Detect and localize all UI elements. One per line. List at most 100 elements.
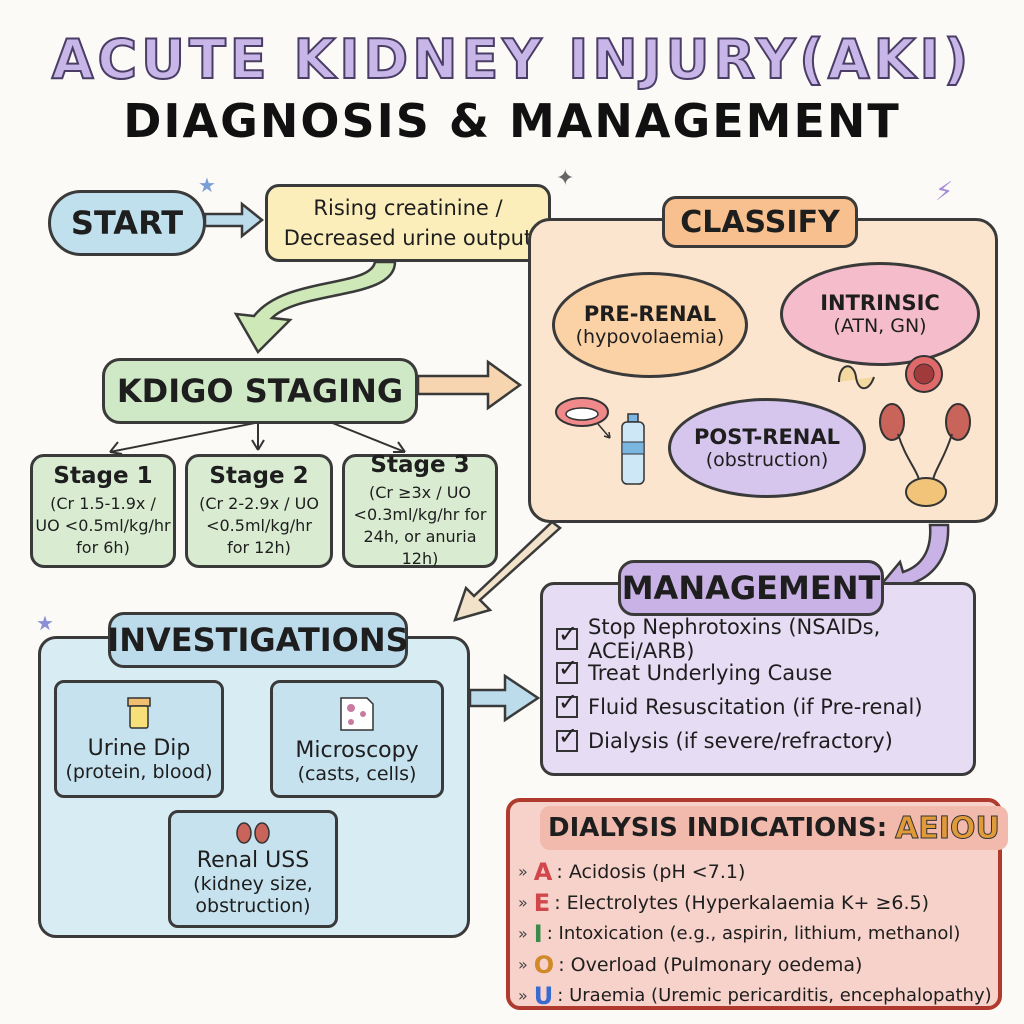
stage-1-box: Stage 1 (Cr 1.5-1.9x / UO <0.5ml/kg/hr f… bbox=[30, 454, 176, 568]
stage-3-line: (Cr ≥3x / UO bbox=[369, 483, 471, 502]
checkbox-icon bbox=[556, 620, 578, 650]
star-icon: ★ bbox=[198, 173, 216, 197]
dialysis-indications-header: DIALYSIS INDICATIONS: AEIOU bbox=[540, 806, 1008, 850]
management-item: Stop Nephrotoxins (NSAIDs, ACEi/ARB) bbox=[588, 615, 881, 663]
list-item: Stop Nephrotoxins (NSAIDs, ACEi/ARB) bbox=[556, 615, 972, 663]
classify-label: CLASSIFY bbox=[662, 196, 858, 248]
post-renal-name: POST-RENAL bbox=[693, 425, 841, 449]
indication-text: : Overload (Pulmonary oedema) bbox=[558, 953, 863, 976]
intrinsic-detail: (ATN, GN) bbox=[833, 315, 927, 337]
urinary-tract-icon bbox=[879, 403, 971, 507]
slide-icon bbox=[340, 696, 374, 731]
checkbox-icon bbox=[556, 654, 578, 684]
stage-2-line: for 12h) bbox=[227, 538, 291, 557]
chevron-right-icon: » bbox=[518, 986, 528, 1005]
urine-dip-detail: (protein, blood) bbox=[65, 760, 213, 783]
indication-text: : Uraemia (Uremic pericarditis, encephal… bbox=[557, 985, 992, 1006]
pre-renal-detail: (hypovolaemia) bbox=[575, 326, 725, 348]
mouth-icon bbox=[555, 397, 611, 439]
trigger-box: Rising creatinine / Decreased urine outp… bbox=[265, 184, 551, 262]
mnemonic-letter: O bbox=[533, 950, 555, 979]
start-node: START bbox=[48, 190, 206, 256]
management-item: Fluid Resuscitation (if Pre-renal) bbox=[588, 695, 923, 719]
list-item: » A: Acidosis (pH <7.1) bbox=[518, 856, 998, 887]
arrow-trigger-kdigo bbox=[233, 260, 397, 355]
urine-dip-box: Urine Dip (protein, blood) bbox=[54, 680, 224, 798]
urine-pot-icon bbox=[127, 696, 151, 729]
trigger-line-1: Rising creatinine / bbox=[313, 196, 503, 220]
kidney-icon bbox=[236, 821, 270, 844]
dialysis-list: » A: Acidosis (pH <7.1) » E: Electrolytes … bbox=[518, 856, 998, 1011]
mnemonic-letter: A bbox=[533, 857, 553, 886]
indication-text: : Electrolytes (Hyperkalaemia K+ ≥6.5) bbox=[554, 891, 929, 914]
pre-renal-name: PRE-RENAL bbox=[583, 302, 717, 326]
urine-dip-name: Urine Dip bbox=[87, 735, 191, 761]
list-item: » O: Overload (Pulmonary oedema) bbox=[518, 949, 998, 980]
pre-renal-cloud: PRE-RENAL (hypovolaemia) bbox=[552, 272, 748, 378]
stage-1-line: (Cr 1.5-1.9x / bbox=[50, 494, 156, 513]
stage-2-title: Stage 2 bbox=[209, 463, 309, 489]
renal-uss-box: Renal USS (kidney size, obstruction) bbox=[168, 810, 338, 928]
list-item: Treat Underlying Cause bbox=[556, 654, 972, 690]
stage-3-title: Stage 3 bbox=[370, 452, 470, 478]
microscopy-box: Microscopy (casts, cells) bbox=[270, 680, 444, 798]
chevron-right-icon: » bbox=[518, 893, 528, 912]
stage-1-line: UO <0.5ml/kg/hr bbox=[35, 516, 171, 535]
microscopy-detail: (casts, cells) bbox=[297, 762, 417, 785]
aeiou-mnemonic: AEIOU bbox=[895, 810, 1001, 846]
stage-3-box: Stage 3 (Cr ≥3x / UO <0.3ml/kg/hr for 24… bbox=[342, 452, 498, 568]
renal-uss-detail: obstruction) bbox=[195, 894, 311, 917]
water-bottle-icon bbox=[621, 413, 645, 485]
chevron-right-icon: » bbox=[518, 862, 528, 881]
list-item: Fluid Resuscitation (if Pre-renal) bbox=[556, 688, 972, 724]
intrinsic-name: INTRINSIC bbox=[820, 291, 940, 315]
list-item: » E: Electrolytes (Hyperkalaemia K+ ≥6.5) bbox=[518, 887, 998, 918]
checkbox-icon bbox=[556, 688, 578, 718]
indication-text: : Intoxication (e.g., aspirin, lithium, … bbox=[546, 923, 961, 944]
renal-uss-detail: (kidney size, bbox=[193, 872, 313, 895]
post-renal-detail: (obstruction) bbox=[705, 449, 829, 471]
page-subtitle: DIAGNOSIS & MANAGEMENT bbox=[123, 94, 901, 148]
management-label: MANAGEMENT bbox=[618, 560, 884, 616]
stage-1-title: Stage 1 bbox=[53, 463, 153, 489]
checkbox-icon bbox=[556, 722, 578, 752]
arrow-stage1 bbox=[109, 421, 261, 453]
stage-3-line: <0.3ml/kg/hr for bbox=[353, 505, 487, 524]
stage-3-line: 24h, or anuria 12h) bbox=[363, 527, 477, 568]
post-renal-cloud: POST-RENAL (obstruction) bbox=[668, 398, 866, 498]
investigations-label: INVESTIGATIONS bbox=[107, 612, 409, 668]
arrow-kdigo-classify bbox=[416, 359, 523, 411]
sparkle-icon: ✦ bbox=[556, 166, 574, 191]
management-list: Stop Nephrotoxins (NSAIDs, ACEi/ARB) Tre… bbox=[556, 615, 972, 758]
mnemonic-letter: U bbox=[533, 981, 554, 1010]
mnemonic-letter: I bbox=[533, 919, 543, 948]
star-icon: ★ bbox=[36, 611, 54, 635]
management-item: Dialysis (if severe/refractory) bbox=[588, 729, 893, 753]
page-title: ACUTE KIDNEY INJURY(AKI) bbox=[51, 27, 973, 92]
chevron-right-icon: » bbox=[518, 955, 528, 974]
stage-1-line: for 6h) bbox=[76, 538, 130, 557]
mnemonic-letter: E bbox=[533, 888, 551, 917]
dialysis-indications-label: DIALYSIS INDICATIONS: bbox=[548, 813, 888, 843]
stage-2-box: Stage 2 (Cr 2-2.9x / UO <0.5ml/kg/hr for… bbox=[185, 454, 333, 568]
kdigo-staging-box: KDIGO STAGING bbox=[102, 358, 418, 424]
indication-text: : Acidosis (pH <7.1) bbox=[556, 860, 746, 883]
arrow-stage3 bbox=[329, 421, 406, 453]
arrow-investigations-management bbox=[468, 673, 541, 723]
stage-2-line: (Cr 2-2.9x / UO bbox=[199, 494, 319, 513]
list-item: » U: Uraemia (Uremic pericarditis, enceph… bbox=[518, 980, 998, 1011]
trigger-line-2: Decreased urine output bbox=[283, 226, 533, 250]
arrow-classify-investigations bbox=[453, 520, 562, 622]
list-item: Dialysis (if severe/refractory) bbox=[556, 722, 972, 758]
list-item: » I: Intoxication (e.g., aspirin, lithium… bbox=[518, 918, 998, 949]
management-item: Treat Underlying Cause bbox=[588, 661, 833, 685]
renal-uss-name: Renal USS bbox=[196, 847, 310, 873]
arrow-start-trigger bbox=[203, 201, 265, 239]
stage-2-line: <0.5ml/kg/hr bbox=[206, 516, 312, 535]
kidney-nephron-icon bbox=[838, 355, 943, 393]
lightning-icon: ⚡ bbox=[935, 177, 953, 207]
microscopy-name: Microscopy bbox=[295, 737, 419, 763]
intrinsic-cloud: INTRINSIC (ATN, GN) bbox=[780, 262, 980, 366]
chevron-right-icon: » bbox=[518, 924, 528, 943]
